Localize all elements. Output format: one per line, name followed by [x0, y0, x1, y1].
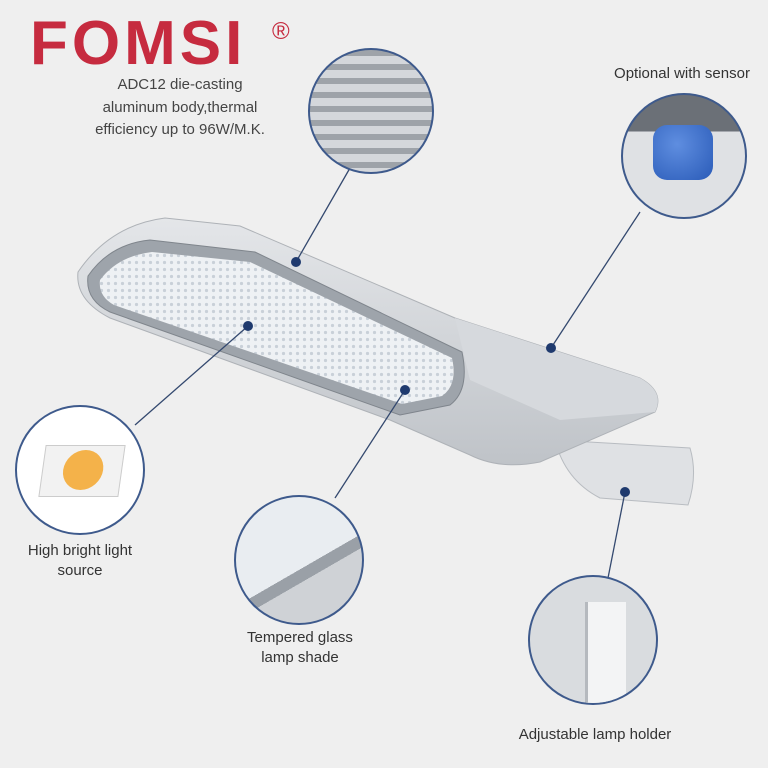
- callout-dot-led: [243, 321, 253, 331]
- detail-heatsink-circle: [308, 48, 434, 174]
- holder-label: Adjustable lamp holder: [518, 726, 672, 743]
- light-source-line: High bright light: [27, 542, 133, 559]
- sensor-icon: [653, 125, 713, 180]
- callout-dot-sensor: [546, 343, 556, 353]
- detail-sensor-circle: [621, 93, 747, 219]
- detail-holder-circle: [528, 575, 658, 705]
- led-array: [99, 252, 454, 404]
- body-description: ADC12 die-casting aluminum body,thermal …: [80, 74, 280, 142]
- holder-bracket: [585, 602, 626, 703]
- brand-logo: FOMSI: [30, 9, 247, 78]
- body-desc-line: efficiency up to 96W/M.K.: [95, 121, 265, 138]
- sensor-label: Optional with sensor: [614, 65, 750, 82]
- glass-line: lamp shade: [261, 649, 339, 666]
- glass-line: Tempered glass: [247, 629, 353, 646]
- detail-glass-circle: [234, 495, 364, 625]
- lamp-rear-housing: [455, 318, 658, 420]
- callout-dot-holder: [620, 487, 630, 497]
- detail-led-chip-circle: [15, 405, 145, 535]
- glass-label: Tempered glass lamp shade: [210, 628, 390, 668]
- light-source-label: High bright light source: [0, 541, 160, 581]
- light-source-line: source: [57, 562, 103, 579]
- callout-dot-body: [291, 257, 301, 267]
- callout-dot-glass: [400, 385, 410, 395]
- led-chip-icon: [38, 445, 126, 497]
- lamp-holder-arm: [554, 439, 694, 506]
- body-desc-line: ADC12 die-casting: [117, 76, 243, 93]
- body-desc-line: aluminum body,thermal: [102, 98, 258, 116]
- registered-mark: ®: [272, 18, 290, 45]
